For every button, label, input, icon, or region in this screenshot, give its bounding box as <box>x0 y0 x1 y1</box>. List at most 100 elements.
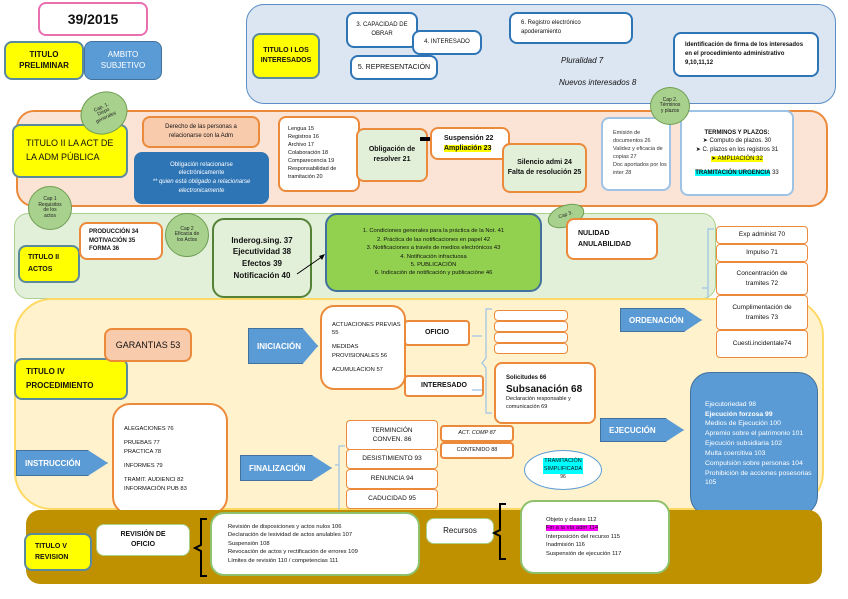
recursos[interactable]: Recursos <box>426 518 494 544</box>
list-item: ➤ AMPLIACIÓN 32 <box>711 155 763 162</box>
list-item: Comparecencia 19 <box>288 157 335 164</box>
oficio-slot-3[interactable] <box>494 332 568 343</box>
registro-electronico[interactable]: 6. Registro electrónico apoderamiento <box>509 12 633 44</box>
list-item: INFORMACIÓN PUB 83 <box>124 485 187 492</box>
list-item: PRODUCCIÓN 34 <box>89 228 139 235</box>
titulo-actos[interactable]: TITULO II ACTOS <box>18 245 80 283</box>
terminos-plazos[interactable]: TERMINOS Y PLAZOS: ➤ Computo de plazos. … <box>680 110 794 196</box>
list-item: Multa coercitiva 103 <box>705 449 766 457</box>
iniciacion-items[interactable]: ACTUACIONES PREVIAS 55 MEDIDAS PROVISIONA… <box>320 305 406 390</box>
tramitacion-simplificada[interactable]: TRAMITACIÓN SIMPLIFICADA 96 <box>524 450 602 490</box>
iniciacion-arrow[interactable]: INICIACIÓN <box>248 328 318 364</box>
instruccion-arrow[interactable]: INSTRUCCIÓN <box>16 450 108 476</box>
interesado-box[interactable]: 4. INTERESADO <box>412 30 482 55</box>
list-item: Validez y eficacia de copias 27 <box>613 146 663 160</box>
list-item: NULIDAD <box>578 229 610 237</box>
list-item: Suspensión de ejecución 117 <box>546 550 622 557</box>
finalizacion-item[interactable]: RENUNCIA 94 <box>346 469 438 489</box>
titulo-iv[interactable]: TITULO IV PROCEDIMIENTO <box>14 358 128 400</box>
list-item: 1. Condiciones generales para la práctic… <box>362 228 505 235</box>
terminos-items: ➤ Computo de plazos. 30➤ C. plazos en lo… <box>696 137 778 163</box>
contenido-box[interactable]: CONTENIDO 88 <box>440 442 514 459</box>
titulo-v[interactable]: TITULO V REVISION <box>24 533 92 571</box>
ordenacion-item[interactable]: Concentración de tramites 72 <box>716 262 808 295</box>
notificaciones-box[interactable]: 1. Condiciones generales para la práctic… <box>325 213 542 292</box>
obligacion-relacionarse[interactable]: Obligación relacionarse electrónicamente… <box>134 152 269 204</box>
solicitudes-box[interactable]: Solicitudes 66 Subsanación 68 Declaració… <box>494 362 596 424</box>
list-item: Ejecutividad 38 <box>232 247 292 257</box>
list-item: 4. Notificación infractuosa <box>400 253 467 260</box>
ejecucion-arrow[interactable]: EJECUCIÓN <box>600 418 684 442</box>
list-item: MEDIDAS PROVISIONALES 56 <box>332 344 388 359</box>
representacion-box[interactable]: 5. REPRESENTACIÓN <box>350 55 438 80</box>
ordenacion-arrow[interactable]: ORDENACIÓN <box>620 308 702 332</box>
suspension-ampliacion[interactable]: Suspensión 22 Ampliación 23 <box>430 127 510 160</box>
ordenacion-item[interactable]: Cumplimentación de tramites 73 <box>716 295 808 330</box>
obligacion-resolver[interactable]: Obligación de resolver 21 <box>356 128 428 182</box>
list-item: TRAMIT. AUDIENCI 82 <box>124 477 184 484</box>
ambito-subjetivo[interactable]: AMBITO SUBJETIVO <box>84 41 162 80</box>
oficio-slot-4[interactable] <box>494 343 568 354</box>
derecho-relacionarse[interactable]: Derecho de las personas a relacionarse c… <box>142 116 260 148</box>
list-item: PRUEBAS 77 <box>124 440 160 447</box>
list-item: Inderog.sing. 37 <box>231 235 293 245</box>
list-item: Emisión de documentos 26 <box>613 130 651 145</box>
oficio-box[interactable]: OFICIO <box>404 320 470 346</box>
ordenacion-item[interactable]: Exp administ 70 <box>716 226 808 244</box>
finalizacion-arrow[interactable]: FINALIZACIÓN <box>240 455 332 481</box>
list-item: ➤ Computo de plazos. 30 <box>702 138 772 145</box>
list-item: Objeto y clases 112 <box>546 517 597 524</box>
notificaciones-items: 1. Condiciones generales para la práctic… <box>363 227 504 277</box>
revision-oficio[interactable]: REVISIÓN DE OFICIO <box>96 524 190 556</box>
garantias[interactable]: GARANTIAS 53 <box>104 328 192 362</box>
list-item: ACTUACIONES PREVIAS 55 <box>332 321 401 336</box>
oficio-slot-1[interactable] <box>494 310 568 321</box>
finalizacion-item[interactable]: CADUCIDAD 95 <box>346 489 438 509</box>
nuevos-interesados: Nuevos interesados 8 <box>559 78 637 87</box>
oficio-slot-2[interactable] <box>494 321 568 332</box>
ordenacion-item[interactable]: Cuesti.incidentale74 <box>716 330 808 358</box>
titulo-i[interactable]: TITULO I LOS INTERESADOS <box>252 33 320 79</box>
list-item: Interposición del recurso 115 <box>546 533 621 540</box>
finalizacion-item[interactable]: TERMINCIÓN CONVEN. 86 <box>346 420 438 450</box>
silencio-admin[interactable]: Silencio admi 24 Falta de resolución 25 <box>502 143 587 193</box>
capacidad-obrar[interactable]: 3. CAPACIDAD DE OBRAR <box>346 12 418 48</box>
list-item: PRACTICA 78 <box>124 448 162 455</box>
act-comp-box[interactable]: ACT. COMP 87 <box>440 425 514 442</box>
identificacion-firma[interactable]: Identificación de firma de los interesad… <box>673 32 819 77</box>
revision-list: Revisión de disposiciones y actos nulos … <box>228 523 418 565</box>
titulo-ii-adm[interactable]: TITULO II LA ACT DE LA ADM PÚBLICA <box>12 124 128 178</box>
list-item: Archivo 17 <box>288 142 314 149</box>
cap2-terminos-plazos: Cap 2. Términos y plazos <box>650 87 690 125</box>
recursos-brace <box>492 503 506 560</box>
list-item: Doc aportados por los inter 28 <box>613 161 667 176</box>
list-item: INFORMES 79 <box>124 463 163 469</box>
list-item: 6. Indicación de notificación y publicac… <box>374 270 493 277</box>
list-item: Apremio sobre el patrimonio 101 <box>705 430 804 438</box>
list-item: Ejecución forzosa 99 <box>705 410 773 418</box>
list-item: Responsabilidad de tramitación 20 <box>288 165 337 180</box>
list-item: Fin a la vía adm 114 <box>546 525 599 532</box>
interesado-proc-box[interactable]: INTERESADO <box>404 375 484 397</box>
titulo-preliminar[interactable]: TITULO PRELIMINAR <box>4 41 84 80</box>
ordenacion-item[interactable]: Impulso 71 <box>716 244 808 262</box>
revision-items[interactable]: Revisión de disposiciones y actos nulos … <box>210 512 420 576</box>
list-item: Inadmisión 116 <box>546 542 585 549</box>
finalizacion-item[interactable]: DESISTIMIENTO 93 <box>346 449 438 469</box>
iniciacion-list: ACTUACIONES PREVIAS 55 MEDIDAS PROVISIONA… <box>332 321 404 375</box>
